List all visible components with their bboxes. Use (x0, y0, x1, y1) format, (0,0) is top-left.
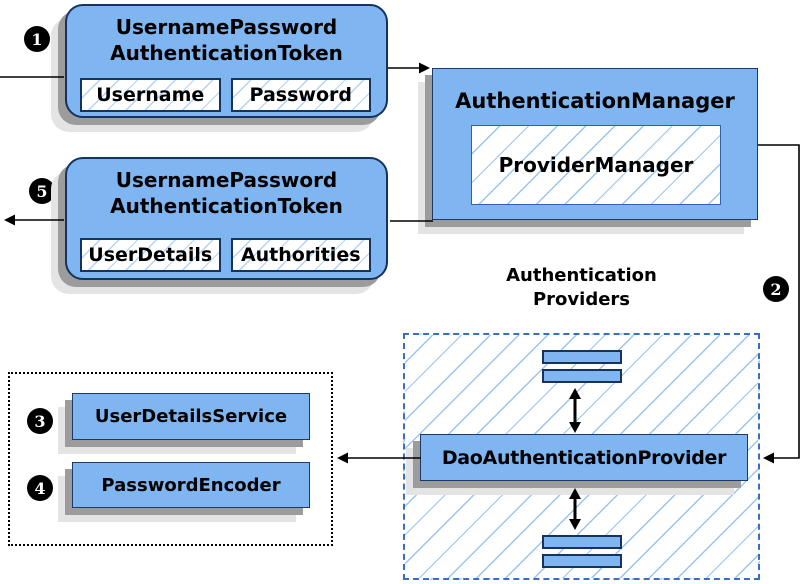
password-encoder-box: PasswordEncoder (72, 462, 310, 508)
authentication-manager-title: AuthenticationManager (455, 89, 735, 113)
response-token-title: UsernamePassword AuthenticationToken (67, 167, 386, 219)
providers-group-title-line1: Authentication (506, 265, 657, 286)
manager-to-provider-arrowhead (763, 452, 774, 464)
provider-stack-top-bar-2 (542, 369, 622, 383)
response-token-box: UsernamePassword AuthenticationToken Use… (65, 157, 388, 280)
userdetails-field: UserDetails (80, 238, 221, 272)
providers-group-title-line2: Providers (532, 289, 631, 310)
authorities-field: Authorities (230, 238, 371, 272)
dao-authentication-provider-box: DaoAuthenticationProvider (420, 434, 748, 481)
providers-group-title: Authentication Providers (403, 264, 760, 312)
request-token-box: UsernamePassword AuthenticationToken Use… (65, 4, 388, 118)
step-3-badge: 3 (27, 408, 53, 434)
provider-to-services-arrowhead (337, 452, 348, 464)
step-2-badge: 2 (763, 276, 789, 302)
provider-stack-bottom-bar-1 (542, 535, 622, 549)
provider-stack-top-bar-1 (542, 350, 622, 364)
password-field: Password (230, 78, 371, 112)
request-token-fields: Username Password (80, 78, 371, 112)
authentication-manager-box: AuthenticationManager ProviderManager (432, 68, 758, 220)
request-token-title-line2: AuthenticationToken (110, 41, 343, 65)
token-to-manager-arrowhead (419, 62, 430, 74)
response-token-title-line1: UsernamePassword (115, 168, 338, 192)
step-4-badge: 4 (27, 475, 53, 501)
request-token-title: UsernamePassword AuthenticationToken (67, 14, 386, 66)
request-token-title-line1: UsernamePassword (115, 15, 338, 39)
provider-stack-bottom-bar-2 (542, 554, 622, 568)
step-1-badge: 1 (24, 26, 50, 52)
user-details-service-box: UserDetailsService (72, 393, 310, 440)
services-dotted-box (8, 372, 333, 546)
step-5-badge: 5 (29, 178, 55, 204)
response-out-arrowhead (4, 214, 15, 226)
response-token-fields: UserDetails Authorities (80, 238, 371, 272)
response-token-title-line2: AuthenticationToken (110, 194, 343, 218)
provider-manager-box: ProviderManager (471, 125, 721, 205)
username-field: Username (80, 78, 221, 112)
